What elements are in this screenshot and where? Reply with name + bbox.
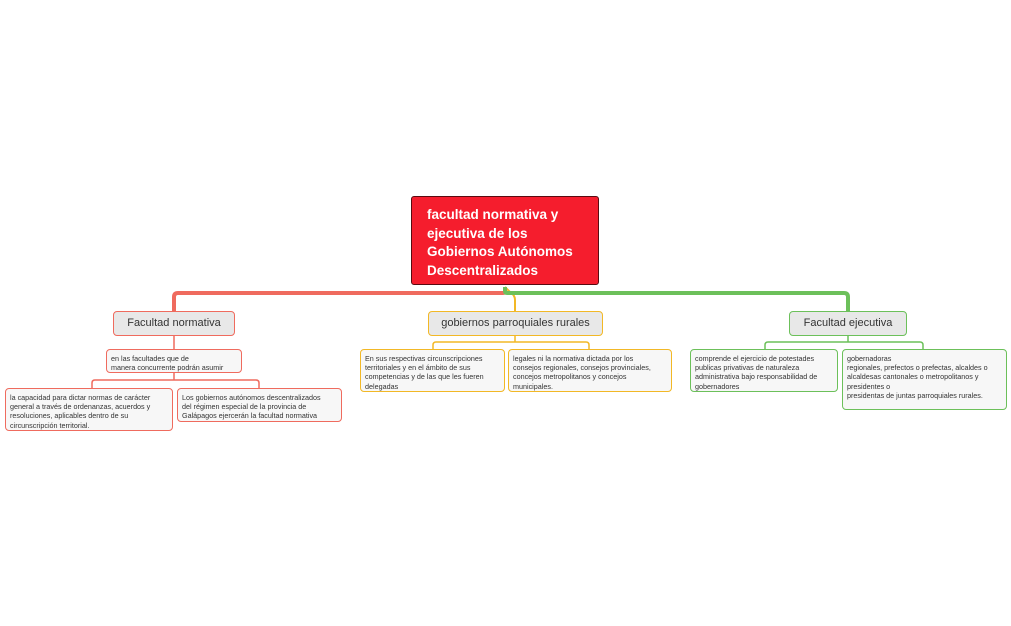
link-root-ejecutiva [503,287,850,311]
topic-gobiernos-parroquiales[interactable]: gobiernos parroquiales rurales [428,311,603,336]
link-detail-children [91,373,260,388]
subtopic-gobernadoras[interactable]: gobernadoras regionales, prefectos o pre… [842,349,1007,410]
topic-facultad-ejecutiva[interactable]: Facultad ejecutiva [789,311,907,336]
topic-facultad-normativa[interactable]: Facultad normativa [113,311,235,336]
subtopic-normativa-dictada[interactable]: legales ni la normativa dictada por los … [508,349,672,392]
subtopic-galapagos[interactable]: Los gobiernos autónomos descentralizados… [177,388,342,422]
subtopic-capacidad-dictar-normas[interactable]: la capacidad para dictar normas de carác… [5,388,173,431]
link-root-normativa [172,287,507,311]
subtopic-facultades-concurrentes[interactable]: en las facultades que de manera concurre… [106,349,242,373]
subtopic-circunscripciones[interactable]: En sus respectivas circunscripciones ter… [360,349,505,392]
root-topic[interactable]: facultad normativa y ejecutiva de los Go… [411,196,599,285]
subtopic-potestades-publicas[interactable]: comprende el ejercicio de potestades pub… [690,349,838,392]
link-ejecutiva-children [764,335,924,349]
link-parroquiales-children [432,335,590,349]
